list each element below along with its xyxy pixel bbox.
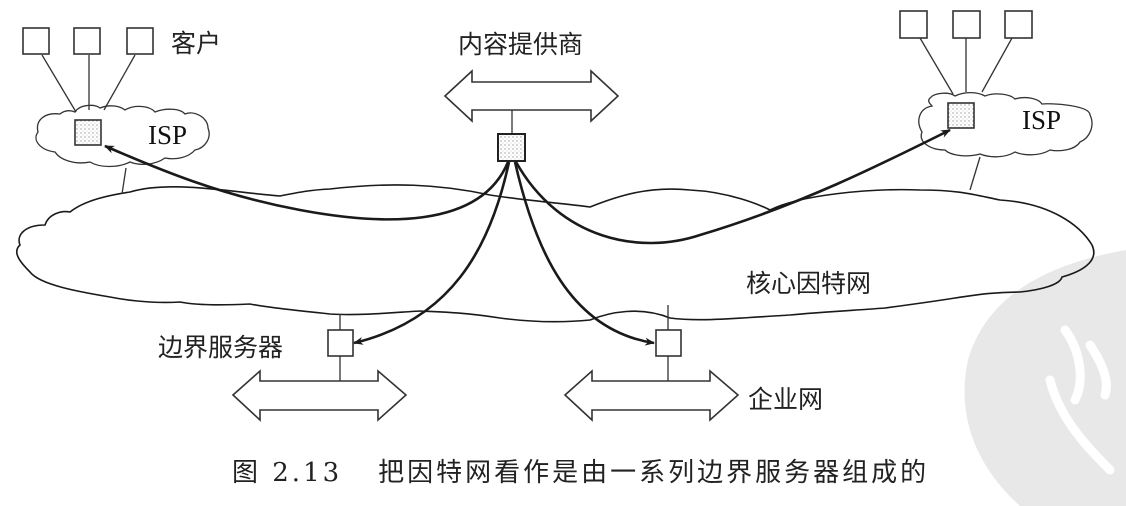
arrow-to-edge-server: [353, 161, 511, 345]
edge-server-bus: [231, 369, 408, 422]
isp-server-right: [947, 102, 975, 129]
arrow-to-isp-left: [104, 144, 510, 221]
isp-label-left: ISP: [148, 120, 188, 150]
isp-server-left: [74, 119, 102, 146]
isp-core-link-left: [121, 167, 127, 195]
content-provider-label: 内容提供商: [458, 30, 584, 59]
figure-caption-text: 把因特网看作是由一系列边界服务器组成的: [378, 458, 930, 488]
client-box: [22, 27, 50, 55]
enterprise-edge-server-box: [655, 329, 682, 357]
enterprise-network-bus: [563, 369, 740, 422]
edge-server-box: [327, 329, 354, 357]
client-label: 客户: [171, 29, 222, 58]
core-internet-cloud: [15, 184, 1095, 323]
distribution-arrows: [104, 128, 951, 346]
isp-core-link-right: [969, 156, 981, 191]
origin-server: [497, 133, 526, 162]
content-provider-bus: [443, 69, 620, 123]
core-internet-label: 核心因特网: [746, 269, 872, 298]
enterprise-network-label: 企业网: [748, 385, 824, 414]
figure-caption: 图 2.13 把因特网看作是由一系列边界服务器组成的: [232, 452, 929, 489]
watermark-seal: [964, 250, 1126, 506]
isp-label-right: ISP: [1022, 105, 1062, 135]
client-box: [1004, 10, 1033, 39]
arrow-to-enterprise-server: [513, 161, 655, 346]
isp-cloud-right: [918, 91, 1093, 158]
arrow-to-isp-right: [514, 128, 951, 245]
client-box: [73, 27, 101, 55]
client-box: [899, 10, 928, 39]
edge-server-label: 边界服务器: [158, 333, 284, 362]
client-box: [952, 10, 981, 39]
client-group-right: [899, 10, 1033, 95]
client-box: [126, 27, 154, 55]
figure-number: 图 2.13: [232, 458, 343, 488]
client-group-left: [22, 27, 154, 113]
